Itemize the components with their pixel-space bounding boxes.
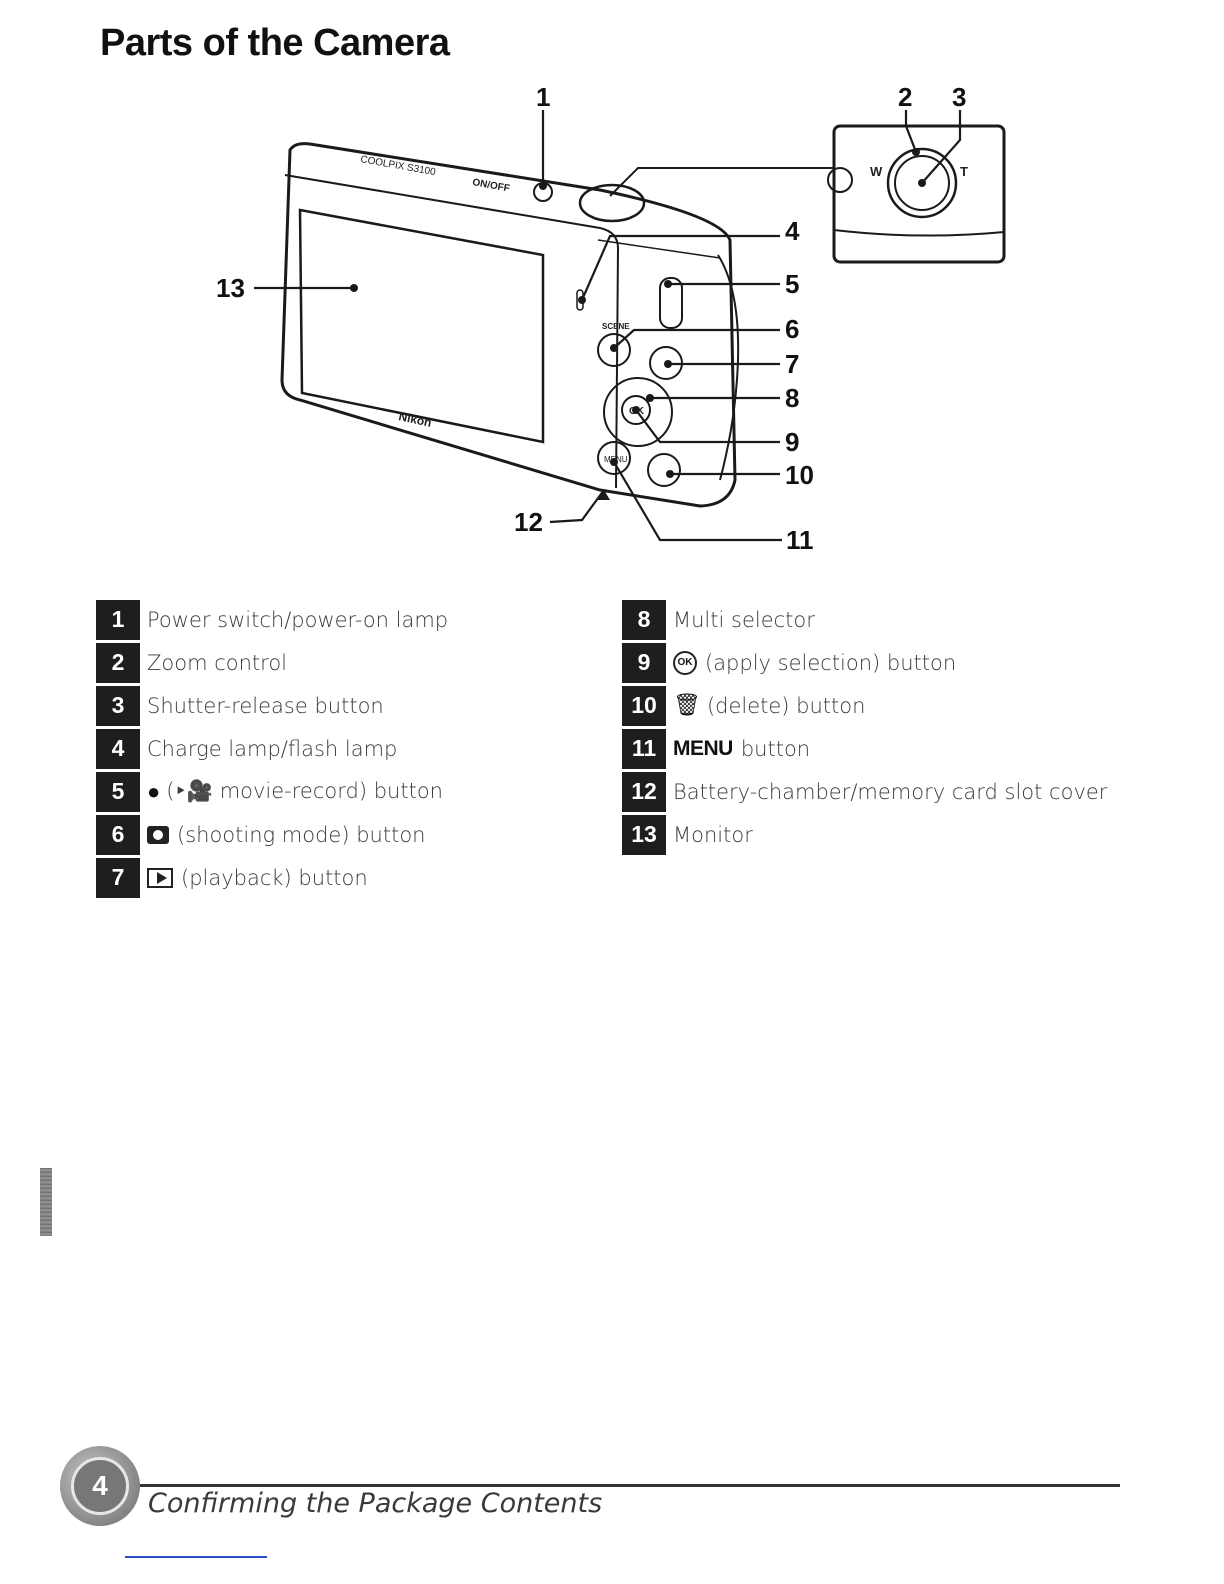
trash-icon: 🗑 [673,693,701,718]
legend-item: 3 Shutter-release button [96,684,576,727]
camera-body [280,142,740,508]
legend-text-wrap: 🗑 (delete) button [673,693,865,718]
legend-item: 6 (shooting mode) button [96,813,576,856]
callout-6: 6 [785,314,799,344]
legend-text: Monitor [673,822,753,847]
callout-10: 10 [785,460,814,490]
legend-text-wrap: (shooting mode) button [147,823,425,847]
legend-text: Shutter-release button [147,693,384,718]
tele-label: T [960,164,968,179]
callout-9: 9 [785,427,799,457]
page-number: 4 [71,1457,129,1515]
callout-11: 11 [786,525,814,555]
legend-item: 12 Battery-chamber/memory card slot cove… [622,770,1182,813]
brand-label: Nikon [397,409,433,430]
legend-text-wrap: OK (apply selection) button [673,650,957,675]
legend-text: (delete) button [706,693,866,718]
callout-2: 2 [898,82,912,112]
playback-icon [147,867,173,888]
legend-text: (‣🎥 movie-record) button [166,779,443,803]
onoff-label: ON/OFF [471,177,510,194]
legend-text: Charge lamp/flash lamp [147,736,398,761]
ok-icon: OK [673,650,697,675]
legend-text-wrap: MENU button [673,737,810,761]
legend-text-wrap: ● (‣🎥 movie-record) button [147,779,443,805]
legend-number: 11 [622,728,666,769]
legend-number: 4 [96,728,140,769]
legend-number: 3 [96,685,140,726]
legend-number: 5 [96,771,140,812]
callout-numbers: 1 2 3 4 5 6 7 8 9 10 11 12 13 [216,82,966,555]
footer-link-underline[interactable] [125,1556,267,1558]
callout-3: 3 [952,82,966,112]
legend-text: Zoom control [147,650,288,675]
footer-divider [100,1484,1120,1487]
legend-number: 8 [622,599,666,640]
scene-label: SCENE [602,322,630,331]
callout-7: 7 [785,349,799,379]
callout-4: 4 [785,216,800,246]
leader-dots [350,148,926,500]
legend-number: 10 [622,685,666,726]
legend-right: 8 Multi selector 9 OK (apply selection) … [622,598,1182,856]
record-dot-icon: ● [147,779,161,805]
legend-number: 12 [622,771,666,812]
legend-text: (playback) button [181,865,368,890]
camera-icon [147,825,169,844]
legend-item: 10 🗑 (delete) button [622,684,1182,727]
callout-13: 13 [216,273,245,303]
callout-8: 8 [785,383,799,413]
legend-item: 1 Power switch/power-on lamp [96,598,576,641]
legend-text: Power switch/power-on lamp [147,607,449,632]
legend-number: 1 [96,599,140,640]
legend-number: 6 [96,814,140,855]
callout-1: 1 [536,82,550,112]
legend-text: (apply selection) button [705,650,957,675]
legend-text: button [740,736,811,761]
legend-text: Multi selector [673,607,815,632]
leader-lines [254,110,962,542]
legend-item: 7 (playback) button [96,856,576,899]
callout-5: 5 [785,269,799,299]
zoom-inset [609,124,1006,264]
legend-item: 5 ● (‣🎥 movie-record) button [96,770,576,813]
section-edge-tab [40,1168,52,1236]
legend-text: (shooting mode) button [177,822,426,847]
page-title: Parts of the Camera [100,22,450,64]
page-number-badge: 4 [60,1446,140,1526]
legend-item: 2 Zoom control [96,641,576,684]
legend-number: 2 [96,642,140,683]
legend-item: 13 Monitor [622,813,1182,856]
legend-item: 11 MENU button [622,727,1182,770]
legend-text-wrap: (playback) button [147,866,368,890]
wide-label: W [870,164,883,179]
legend-item: 8 Multi selector [622,598,1182,641]
zoom-inset-labels: W T [870,164,968,179]
legend-number: 9 [622,642,666,683]
legend-number: 13 [622,814,666,855]
camera-printed-labels: COOLPIX S3100 ON/OFF Nikon MENU OK SCENE [359,154,644,464]
legend-left: 1 Power switch/power-on lamp 2 Zoom cont… [96,598,576,899]
legend-item: 9 OK (apply selection) button [622,641,1182,684]
legend-number: 7 [96,857,140,898]
section-title: Confirming the Package Contents [148,1488,603,1519]
legend-item: 4 Charge lamp/flash lamp [96,727,576,770]
legend-text: Battery-chamber/memory card slot cover [673,779,1108,804]
camera-diagram: COOLPIX S3100 ON/OFF Nikon MENU OK SCENE… [216,82,1006,555]
callout-12: 12 [514,507,543,537]
menu-icon: MENU [673,736,733,760]
